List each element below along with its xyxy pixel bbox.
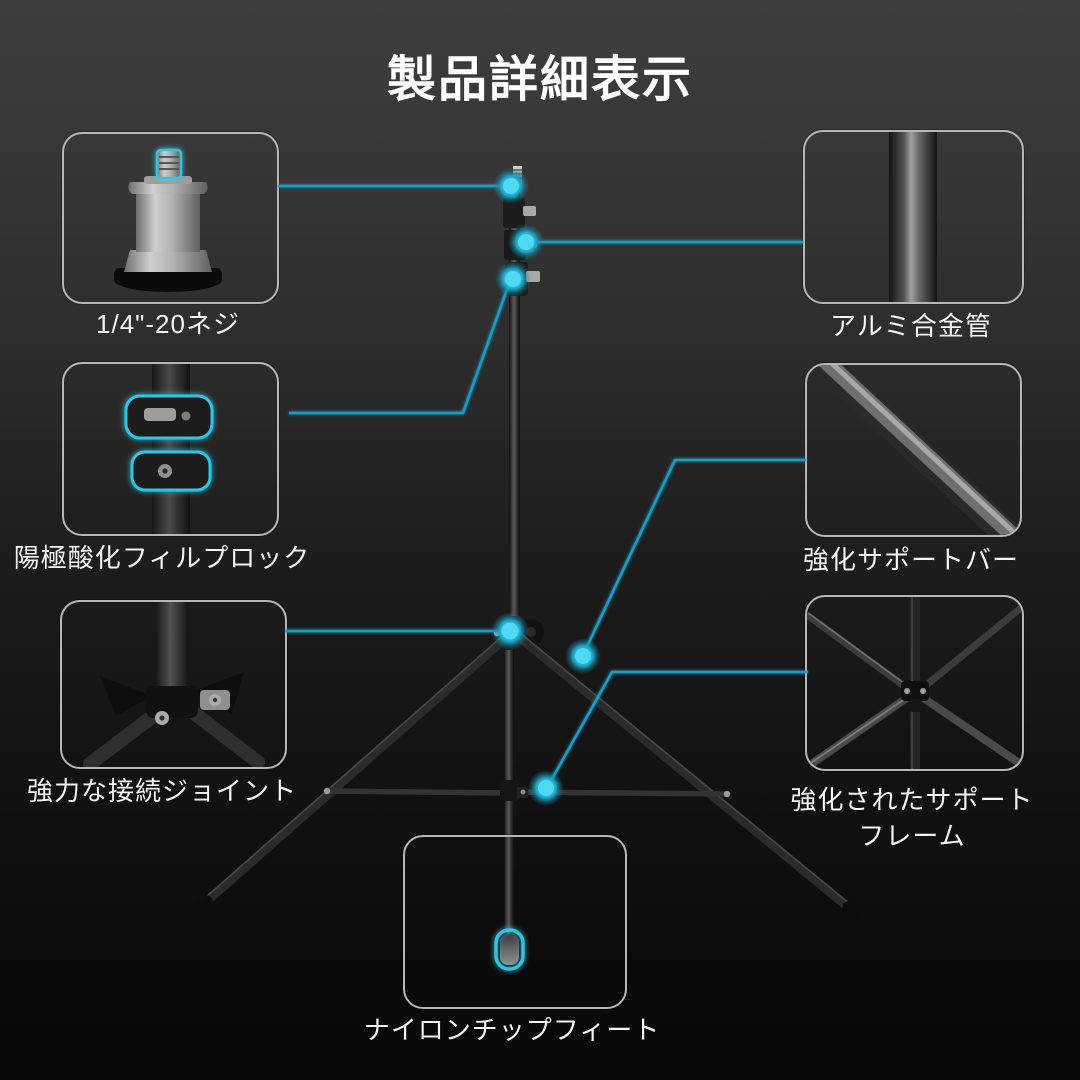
screw-adapter-photo (114, 148, 222, 292)
connector-lines (278, 184, 808, 787)
dot-screw (493, 168, 529, 204)
center-hub (493, 616, 544, 650)
support-frame-photo (807, 597, 1022, 769)
page-title: 製品詳細表示 (386, 53, 693, 107)
callout-box-joint (60, 600, 287, 769)
callout-box-feet (403, 835, 627, 1009)
dot-bar (565, 638, 601, 674)
pole-clamps (503, 198, 540, 296)
connector-line-frame (546, 670, 808, 787)
top-screw (513, 166, 522, 184)
callout-label-frame-line2: フレーム (858, 821, 966, 851)
dot-joint (491, 612, 529, 650)
callout-box-tube (803, 130, 1024, 304)
support-bar-photo (807, 365, 1020, 535)
anodized-lock-photo (124, 364, 214, 534)
brace-collar (323, 780, 731, 801)
callout-label-frame-line1: 強化されたサポート (790, 785, 1034, 815)
callout-label-bar: 強化サポートバー (802, 545, 1020, 575)
dot-lock (495, 261, 531, 297)
callout-label-lock: 陽極酸化フィルプロック (13, 543, 311, 573)
dot-frame (528, 770, 564, 806)
callout-label-joint: 強力な接続ジョイント (26, 776, 298, 806)
aluminum-tube-photo (889, 132, 937, 302)
callout-label-feet: ナイロンチップフィート (363, 1015, 661, 1045)
connector-line-lock (289, 280, 512, 415)
callout-label-frame: 強化されたサポート フレーム (790, 782, 1033, 854)
highlight-dots (491, 168, 601, 806)
callout-box-screw (62, 132, 279, 304)
connector-line-bar (582, 458, 806, 654)
callout-box-frame (805, 595, 1024, 771)
callout-box-bar (805, 363, 1022, 537)
callout-label-tube: アルミ合金管 (830, 311, 992, 341)
callout-label-screw: 1/4"-20ネジ (96, 309, 240, 339)
dot-tube (508, 224, 544, 260)
callout-box-lock (62, 362, 279, 536)
connection-joint-photo (83, 602, 265, 767)
